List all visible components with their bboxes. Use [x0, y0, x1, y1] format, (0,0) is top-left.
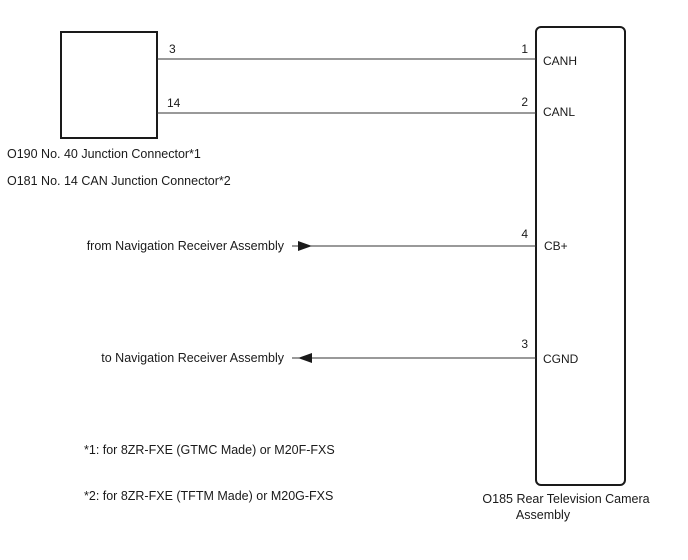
camera-signal-canl: CANL: [543, 105, 576, 119]
camera-signal-cb-plus: CB+: [544, 239, 568, 253]
camera-pin-3: 3: [521, 337, 528, 351]
camera-assembly-name-line2: Assembly: [515, 508, 571, 522]
camera-pin-1: 1: [521, 42, 528, 56]
footnote-2: *2: for 8ZR-FXE (TFTM Made) or M20G-FXS: [84, 489, 334, 503]
junction-pin-14: 14: [167, 96, 181, 110]
cb-plus-arrow-icon: [298, 241, 312, 251]
junction-connector-name-1: O190 No. 40 Junction Connector*1: [7, 147, 201, 161]
camera-signal-canh: CANH: [543, 54, 578, 68]
junction-connector-name-2: O181 No. 14 CAN Junction Connector*2: [7, 174, 231, 188]
camera-assembly-name-line1: O185 Rear Television Camera: [482, 492, 650, 506]
cgnd-arrow-icon: [298, 353, 312, 363]
camera-pin-4: 4: [521, 227, 528, 241]
from-navigation-label: from Navigation Receiver Assembly: [86, 239, 284, 253]
camera-pin-2: 2: [521, 95, 528, 109]
junction-connector-box: [60, 31, 158, 139]
camera-signal-cgnd: CGND: [543, 352, 579, 366]
camera-assembly-box: [535, 26, 626, 486]
junction-pin-3: 3: [169, 42, 176, 56]
to-navigation-label: to Navigation Receiver Assembly: [101, 351, 284, 365]
footnote-1: *1: for 8ZR-FXE (GTMC Made) or M20F-FXS: [84, 443, 335, 457]
